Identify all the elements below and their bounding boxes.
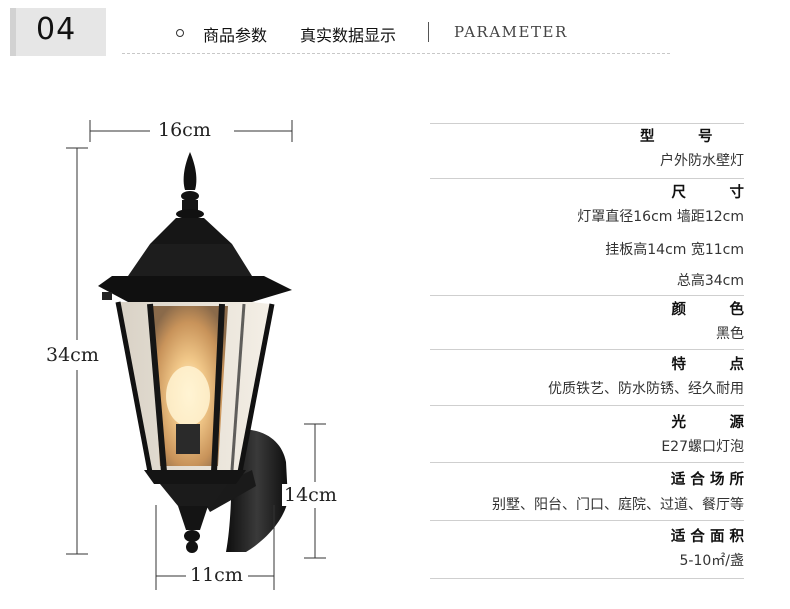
bullet-dot-icon bbox=[176, 29, 184, 37]
param-value-features: 优质铁艺、防水防锈、经久耐用 bbox=[548, 381, 744, 397]
param-divider bbox=[430, 295, 744, 296]
param-divider bbox=[430, 520, 744, 521]
param-title-suitable-places: 适 合 场 所 bbox=[670, 472, 744, 488]
param-value-model: 户外防水壁灯 bbox=[660, 153, 744, 169]
param-divider bbox=[430, 123, 744, 124]
lamp-roof-brim bbox=[98, 276, 292, 302]
lamp-base bbox=[144, 470, 246, 484]
bulb-socket bbox=[176, 424, 200, 454]
param-divider bbox=[430, 178, 744, 179]
param-title-color: 颜 色 bbox=[671, 302, 745, 318]
header-dashed-divider bbox=[122, 53, 670, 54]
section-number-badge: 04 bbox=[10, 8, 106, 56]
param-title-model: 型 号 bbox=[640, 129, 713, 145]
param-divider bbox=[430, 578, 744, 579]
bulb bbox=[166, 366, 210, 426]
param-value-size-3: 总高34cm bbox=[676, 273, 744, 289]
param-divider bbox=[430, 405, 744, 406]
param-title-size: 尺 寸 bbox=[671, 185, 745, 201]
param-value-suitable-places: 别墅、阳台、门口、庭院、过道、餐厅等 bbox=[492, 497, 744, 513]
dimension-lines bbox=[66, 120, 326, 590]
section-title-english: PARAMETER bbox=[454, 23, 568, 41]
param-title-features: 特 点 bbox=[671, 357, 745, 373]
dimension-plate-width-label: 11cm bbox=[188, 564, 245, 586]
lamp-finial bbox=[183, 152, 197, 190]
param-value-size-1: 灯罩直径16cm 墙距12cm bbox=[577, 209, 744, 225]
param-divider bbox=[430, 349, 744, 350]
param-title-suitable-area: 适 合 面 积 bbox=[670, 529, 744, 545]
param-title-light-source: 光 源 bbox=[671, 415, 745, 431]
section-number: 04 bbox=[36, 12, 77, 47]
header-divider bbox=[428, 22, 429, 42]
section-subtitle: 真实数据显示 bbox=[300, 26, 397, 45]
lamp-roof-top bbox=[150, 218, 232, 244]
param-value-size-2: 挂板高14cm 宽11cm bbox=[605, 242, 744, 258]
dimension-height-label: 34cm bbox=[44, 344, 101, 366]
param-divider bbox=[430, 462, 744, 463]
dimension-width-label: 16cm bbox=[156, 119, 213, 141]
section-title: 商品参数 bbox=[203, 26, 268, 45]
param-value-color: 黑色 bbox=[716, 326, 744, 342]
dimension-plate-height-label: 14cm bbox=[282, 484, 339, 506]
param-value-light-source: E27螺口灯泡 bbox=[661, 439, 744, 455]
wall-lamp-illustration bbox=[66, 120, 326, 590]
param-value-suitable-area: 5-10㎡/盏 bbox=[679, 553, 745, 569]
